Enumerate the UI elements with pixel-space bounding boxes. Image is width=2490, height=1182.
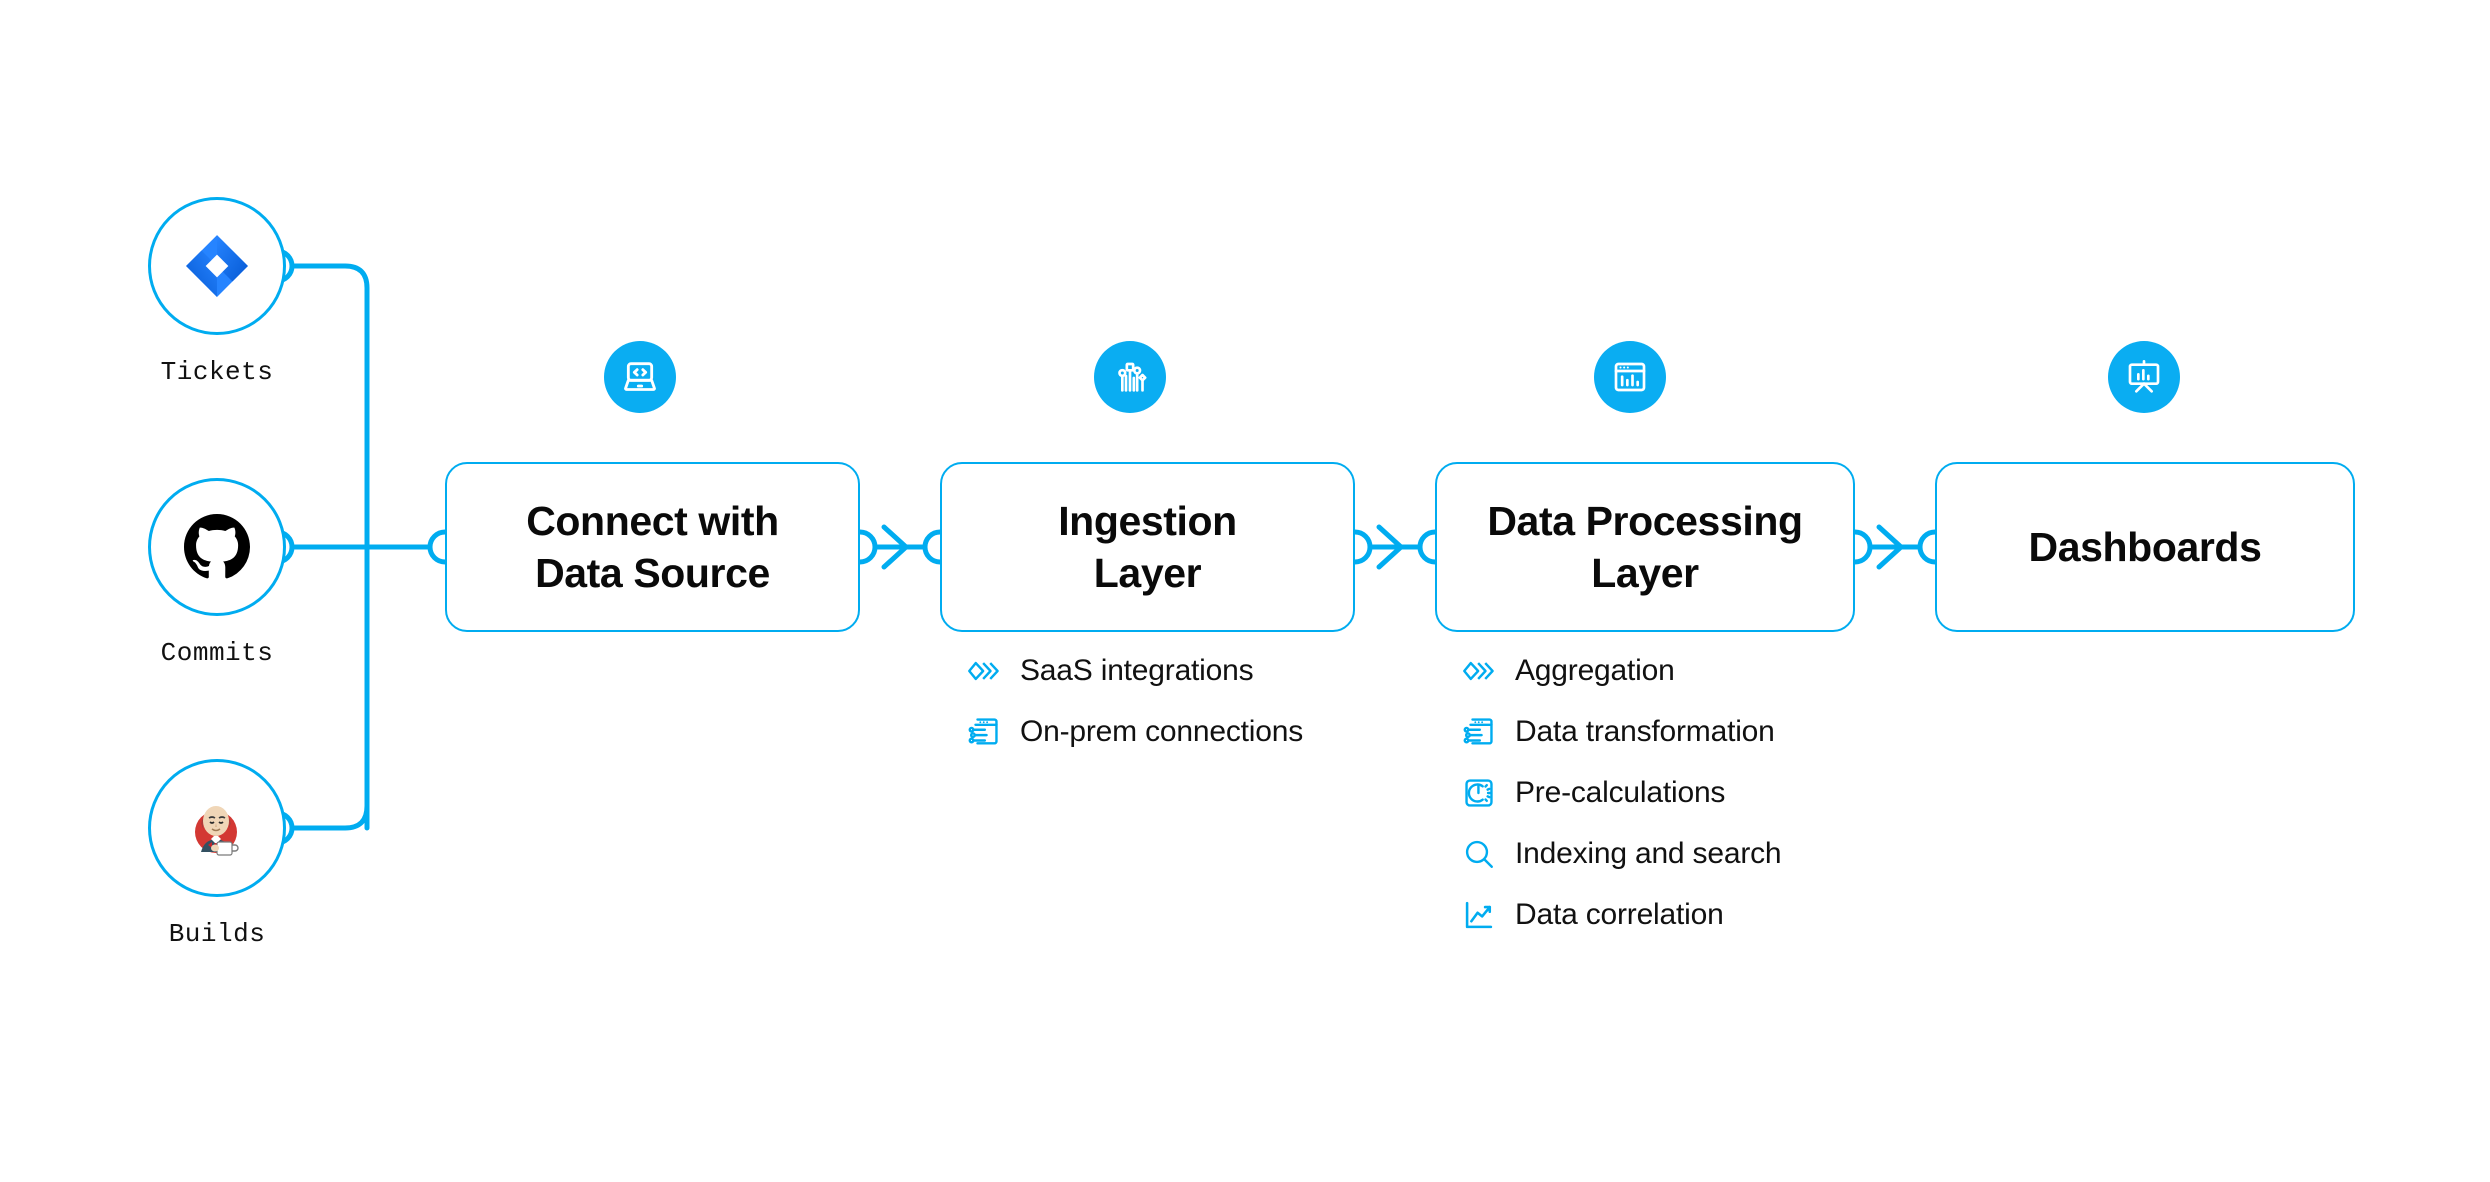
magnifier-icon (1460, 835, 1498, 873)
feature-item-data-correlation[interactable]: Data correlation (1460, 896, 1781, 934)
browser-chart-icon (1614, 362, 1646, 392)
jira-icon (182, 231, 252, 301)
feature-item-indexing-and-search[interactable]: Indexing and search (1460, 835, 1782, 873)
stage-title-line2: Data Source (535, 550, 770, 596)
feature-list-ingestion: SaaS integrations On-prem conne (965, 652, 1303, 774)
feature-label: Indexing and search (1515, 837, 1782, 870)
layered-diamonds-icon (965, 652, 1003, 690)
stage-title-line1: Dashboards (2028, 523, 2262, 570)
source-node-commits[interactable]: Commits (148, 478, 286, 668)
line-chart-icon (1460, 896, 1498, 934)
stage-title-line1: Ingestion (1058, 497, 1237, 544)
stage-box-data-processing-layer[interactable]: Data Processing Layer (1435, 462, 1855, 632)
arrow-head-2 (1376, 524, 1404, 570)
source-node-tickets[interactable]: Tickets (148, 197, 286, 387)
arrow-head-3 (1876, 524, 1904, 570)
laptop-code-icon (624, 362, 656, 391)
browser-connections-icon (1460, 713, 1498, 751)
feature-item-pre-calculations[interactable]: Pre-calculations (1460, 774, 1781, 812)
source-node-builds[interactable]: Builds (148, 759, 286, 949)
source-ring-commits (148, 478, 286, 616)
stage-title-connect-with-data-source: Connect with Data Source (512, 495, 793, 600)
feature-label: On-prem connections (1020, 715, 1304, 748)
layered-diamonds-icon (1460, 652, 1498, 690)
stage-box-ingestion-layer[interactable]: Ingestion Layer (940, 462, 1355, 632)
feature-item-aggregation[interactable]: Aggregation (1460, 652, 1781, 690)
feature-item-saas-integrations[interactable]: SaaS integrations (965, 652, 1303, 690)
stage-title-line2: Layer (1093, 550, 1202, 596)
feature-label: Aggregation (1515, 654, 1675, 687)
stage-title-ingestion-layer: Ingestion Layer (1044, 495, 1251, 600)
source-label-tickets: Tickets (160, 357, 274, 387)
stage-title-line1: Data Processing (1487, 497, 1803, 544)
badge-connect-with-data-source (604, 341, 676, 413)
feature-item-data-transformation[interactable]: Data transformation (1460, 713, 1781, 751)
badge-data-processing-layer (1594, 341, 1666, 413)
source-label-commits: Commits (160, 638, 274, 668)
browser-connections-icon (965, 713, 1003, 751)
stage-title-line2: Layer (1591, 550, 1699, 596)
circuit-nodes-icon (1118, 362, 1147, 392)
badge-dashboards (2108, 341, 2180, 413)
arrow-head-1 (881, 524, 909, 570)
feature-list-processing: Aggregation Data transformation (1460, 652, 1782, 957)
github-icon (182, 512, 252, 582)
feature-item-on-prem-connections[interactable]: On-prem connections (965, 713, 1303, 751)
feature-label: Data transformation (1515, 715, 1775, 748)
stage-box-connect-with-data-source[interactable]: Connect with Data Source (445, 462, 860, 632)
jenkins-icon (182, 793, 252, 863)
stage-title-data-processing-layer: Data Processing Layer (1473, 495, 1816, 600)
stage-title-dashboards: Dashboards (2015, 521, 2276, 573)
stage-box-dashboards[interactable]: Dashboards (1935, 462, 2355, 632)
feature-label: Pre-calculations (1515, 776, 1726, 809)
feature-label: Data correlation (1515, 898, 1724, 931)
feature-label: SaaS integrations (1020, 654, 1254, 687)
presentation-chart-icon (2128, 360, 2160, 393)
gauge-square-icon (1460, 774, 1498, 812)
badge-ingestion-layer (1094, 341, 1166, 413)
source-label-builds: Builds (168, 919, 266, 949)
stage-title-line1: Connect with (526, 497, 779, 544)
